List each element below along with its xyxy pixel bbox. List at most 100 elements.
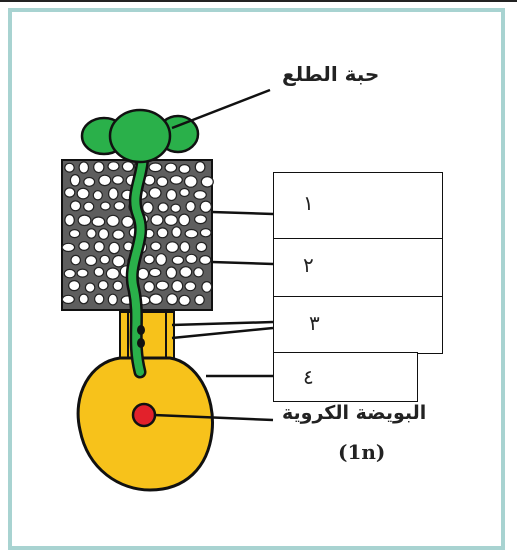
tissue-cell <box>111 254 126 268</box>
ploidy-label: (1n) <box>338 440 386 464</box>
tissue-cell <box>64 213 75 227</box>
tissue-cell <box>155 280 170 291</box>
tissue-cell <box>156 176 169 188</box>
tissue-cell <box>121 161 135 173</box>
pollen-grain <box>80 108 200 164</box>
tissue-cell <box>194 161 206 174</box>
tissue-cell <box>200 176 214 188</box>
tissue-cell <box>106 214 120 228</box>
tissue-cell <box>92 190 103 201</box>
tissue-cell <box>178 213 191 227</box>
tissue-cell <box>83 201 95 212</box>
blank-box-2[interactable]: ٢ <box>273 238 443 298</box>
tissue-cell <box>148 293 163 305</box>
tissue-cell <box>69 174 81 187</box>
tissue-cell <box>93 293 105 305</box>
tissue-cell <box>86 228 97 239</box>
tissue-cell <box>97 280 109 291</box>
tissue-cell <box>63 187 76 198</box>
tissue-cell <box>93 161 105 174</box>
tissue-cell <box>150 214 164 227</box>
tissue-cell <box>164 214 178 227</box>
tissue-cell <box>155 253 167 266</box>
tissue-cell <box>193 189 207 200</box>
tissue-cell <box>93 240 105 253</box>
tissue-cell <box>178 164 191 175</box>
tissue-cell <box>193 267 204 278</box>
tissue-cell <box>78 161 90 174</box>
tissue-cell <box>148 186 162 199</box>
tissue-cell <box>63 268 76 279</box>
tissue-cell <box>171 226 182 239</box>
tissue-cell <box>179 266 193 278</box>
top-rule <box>0 0 517 2</box>
tissue-cell <box>184 281 197 292</box>
blank-box-4[interactable]: ٤ <box>273 352 418 402</box>
tissue-cell <box>76 268 89 278</box>
tissue-cell <box>195 241 208 253</box>
tissue-cell <box>97 228 110 240</box>
blank-box-1[interactable]: ١ <box>273 172 443 240</box>
tissue-cell <box>184 175 198 188</box>
tissue-cell <box>68 280 81 292</box>
tissue-cell <box>68 229 81 239</box>
tissue-cell <box>112 280 124 292</box>
tissue-cell <box>171 279 184 293</box>
tissue-cell <box>194 294 205 306</box>
box-number-1: ١ <box>303 191 314 215</box>
tissue-cell <box>91 216 106 227</box>
tissue-cell <box>108 241 121 255</box>
sperm-nucleus-2 <box>137 338 145 348</box>
tissue-cell <box>78 293 89 305</box>
tissue-cell <box>199 227 212 238</box>
tissue-cell <box>107 161 120 172</box>
tissue-cell <box>105 267 120 280</box>
blank-box-3[interactable]: ٣ <box>273 296 443 354</box>
tissue-cell <box>84 282 96 293</box>
tissue-cell <box>143 254 155 265</box>
tissue-cell <box>198 255 212 266</box>
tissue-cell <box>121 215 134 228</box>
box-number-3: ٣ <box>309 311 320 335</box>
tissue-cell <box>143 280 155 293</box>
tissue-cell <box>150 241 162 252</box>
tissue-cell <box>165 266 178 279</box>
tissue-cell <box>185 253 198 265</box>
tissue-cell <box>93 266 105 277</box>
tissue-cell <box>113 201 126 211</box>
tissue-cell <box>165 188 178 202</box>
tissue-cell <box>107 293 118 306</box>
pollen-grain-label: حبة الطلع <box>282 62 380 86</box>
tissue-cell <box>171 255 185 265</box>
tissue-cell <box>61 294 75 305</box>
tissue-cell <box>169 175 183 185</box>
egg-cell-label: البويضة الكروية <box>282 402 427 424</box>
tissue-cell <box>166 293 179 306</box>
tissue-cell <box>156 227 169 239</box>
tissue-cell <box>179 241 191 253</box>
tissue-cell <box>164 162 178 173</box>
leader-lines <box>153 88 274 422</box>
tissue-cell <box>99 201 111 211</box>
tissue-cell <box>84 255 98 267</box>
micropyle-canal <box>119 311 175 363</box>
tissue-cell <box>78 241 90 252</box>
tissue-cell <box>99 254 111 265</box>
tissue-cell <box>98 174 112 187</box>
tissue-cell <box>111 175 124 185</box>
tissue-cell <box>170 203 181 213</box>
tissue-cell <box>157 202 169 213</box>
tissue-cell <box>61 242 76 253</box>
sperm-nucleus-1 <box>137 325 145 335</box>
tissue-cell <box>77 214 92 227</box>
tissue-cell <box>179 187 190 198</box>
tissue-cell <box>165 241 179 254</box>
tissue-cell <box>184 228 199 239</box>
tissue-cell <box>83 176 96 187</box>
box-number-2: ٢ <box>303 253 314 277</box>
tissue-cell <box>178 294 191 307</box>
tissue-cell <box>148 267 162 278</box>
box-number-4: ٤ <box>303 365 314 389</box>
tissue-cell <box>148 162 163 173</box>
